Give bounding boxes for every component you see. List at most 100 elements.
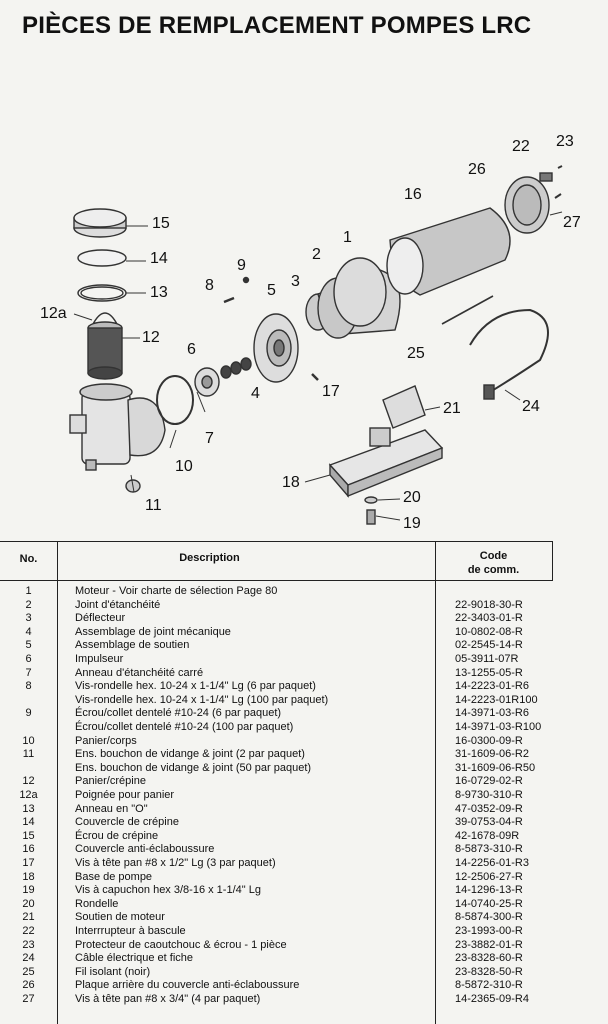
- motor-part: [305, 257, 401, 339]
- order-code: 14-2223-01R100: [455, 693, 538, 706]
- order-code: 23-1993-00-R: [455, 925, 523, 937]
- part-description: Joint d'étanchéité: [75, 598, 161, 611]
- order-code: 23-8328-50-R: [455, 965, 523, 978]
- callout-12a: 12a: [40, 305, 67, 322]
- callout-15: 15: [152, 215, 170, 232]
- insulated-wire-part: [441, 295, 494, 325]
- callout-11: 11: [145, 497, 162, 514]
- part-number: 19: [22, 884, 35, 897]
- pump-body-part: [69, 383, 166, 471]
- part-number: 7: [25, 666, 32, 679]
- callout-7: 7: [205, 430, 214, 447]
- part-number: 16: [22, 843, 35, 856]
- part-description: Déflecteur: [75, 612, 126, 625]
- callout-6: 6: [187, 341, 196, 358]
- callout-25: 25: [407, 345, 425, 362]
- part-number: 11: [22, 748, 35, 761]
- callout-20: 20: [403, 489, 421, 506]
- callout-8: 8: [205, 277, 214, 294]
- part-description: Interrrupteur à bascule: [75, 925, 186, 937]
- part-number: 2: [25, 598, 32, 611]
- order-code: 8-5874-300-R: [455, 911, 523, 924]
- part-number: 1: [25, 585, 32, 597]
- part-description: Panier/corps: [75, 734, 137, 747]
- part-description: Câble électrique et fiche: [75, 952, 194, 965]
- callout-13: 13: [150, 284, 168, 301]
- part-description: Rondelle: [75, 897, 119, 910]
- part-description: Anneau d'étanchéité carré: [75, 666, 204, 679]
- table-row: 1 Moteur - Voir charte de sélection Page …: [0, 585, 608, 599]
- part-description: Impulseur: [75, 653, 124, 665]
- order-code: 02-2545-14-R: [455, 639, 523, 652]
- order-code: 13-1255-05-R: [455, 666, 523, 679]
- part-description: Anneau en "O": [75, 802, 148, 815]
- part-number: 17: [22, 857, 35, 869]
- order-code: 22-3403-01-R: [455, 612, 523, 625]
- part-number: 23: [22, 938, 35, 951]
- table-top-border: [0, 541, 552, 542]
- part-description: Plaque arrière du couvercle anti-éclabou…: [75, 979, 300, 992]
- part-description: Vis à capuchon hex 3/8-16 x 1-1/4" Lg: [75, 884, 261, 897]
- callout-22: 22: [512, 138, 530, 155]
- order-code: 14-2256-01-R3: [455, 857, 529, 869]
- part-number: 9: [25, 707, 32, 720]
- motor-support-part: [382, 385, 426, 429]
- header-code-line1: Code: [479, 550, 508, 562]
- part-description: Soutien de moteur: [75, 911, 165, 924]
- table-row: 21 Soutien de moteur 8-5874-300-R: [0, 911, 608, 925]
- table-row: 23 Protecteur de caoutchouc & écrou - 1 p…: [0, 939, 608, 953]
- part-description: Assemblage de soutien: [75, 639, 190, 652]
- part-description: Assemblage de joint mécanique: [75, 625, 231, 638]
- part-number: 21: [22, 911, 35, 924]
- order-code: 8-5872-310-R: [455, 979, 523, 992]
- order-code: 16-0300-09-R: [455, 734, 523, 747]
- splash-cover-part: [386, 207, 511, 296]
- seal-assembly-part: [220, 357, 252, 379]
- order-code: 05-3911-07R: [455, 653, 519, 665]
- callout-2: 2: [312, 246, 321, 263]
- order-code: 14-3971-03-R6: [455, 707, 529, 720]
- order-code: 14-0740-25-R: [455, 897, 523, 910]
- part-description: Écrou/collet dentelé #10-24 (100 par paq…: [75, 721, 294, 733]
- part-number: 3: [25, 612, 32, 625]
- callout-12: 12: [142, 329, 160, 346]
- part-description: Moteur - Voir charte de sélection Page 8…: [75, 585, 278, 597]
- part-description: Écrou de crépine: [75, 829, 159, 842]
- order-code: 22-9018-30-R: [455, 598, 523, 611]
- part-number: 27: [22, 993, 35, 1005]
- header-description: Description: [179, 552, 240, 564]
- callout-26: 26: [468, 161, 486, 178]
- part-number: 6: [25, 653, 32, 665]
- callout-18: 18: [282, 474, 300, 491]
- part-number: 15: [22, 829, 35, 842]
- table-row: 10 Panier/corps 16-0300-09-R: [0, 735, 608, 749]
- callout-1: 1: [343, 229, 352, 246]
- order-code: 8-9730-310-R: [455, 789, 523, 801]
- callout-10: 10: [175, 458, 193, 475]
- part-description: Protecteur de caoutchouc & écrou - 1 piè…: [75, 938, 287, 951]
- pump-base-part: [328, 427, 444, 498]
- callout-14: 14: [150, 250, 168, 267]
- order-code: 31-1609-06-R2: [455, 748, 529, 761]
- back-screw-part: [557, 165, 563, 169]
- seal-plate-part: [253, 313, 299, 383]
- part-number: 10: [22, 734, 35, 747]
- callout-4: 4: [251, 385, 260, 402]
- part-number: 4: [25, 625, 32, 638]
- serrated-nut-part: [242, 276, 250, 284]
- part-number: 13: [22, 802, 35, 815]
